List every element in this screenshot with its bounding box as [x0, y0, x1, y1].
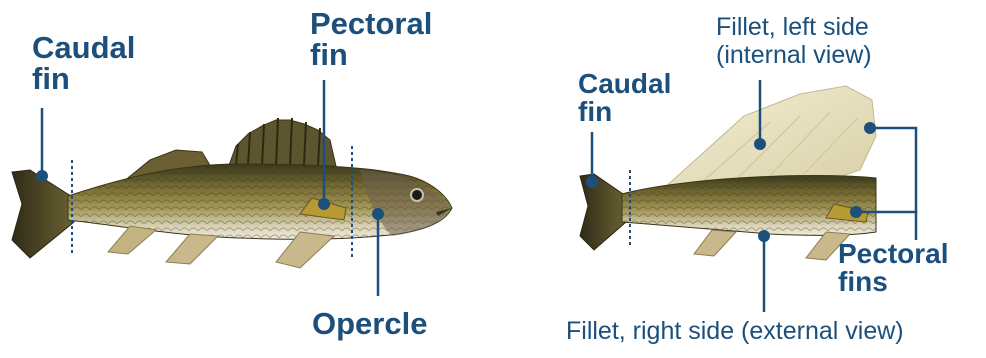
pectoral-fin-dot-lower [850, 206, 862, 218]
left-caudal-dot [36, 170, 48, 182]
pectoral-fin-dot-upper [864, 122, 876, 134]
pectoral-fins-label-line2: fins [838, 268, 949, 296]
pectoral-fins-label: Pectoral fins [838, 240, 949, 296]
left-pectoral-fin-label-line1: Pectoral [310, 8, 432, 39]
fillet-left-side-label-line2: (internal view) [716, 42, 872, 70]
left-pectoral-dot [318, 198, 330, 210]
fillet-right-side-label-text: Fillet, right side (external view) [566, 318, 904, 346]
right-caudal-dot [586, 176, 598, 188]
left-caudal-fin-label-line2: fin [32, 63, 135, 94]
right-anal-fin [694, 230, 736, 256]
left-pectoral-fin-label: Pectoral fin [310, 8, 432, 70]
left-pectoral-fin-label-line2: fin [310, 39, 432, 70]
left-fish [12, 80, 452, 296]
left-caudal-fin-label-line1: Caudal [32, 32, 135, 63]
right-caudal-fin-label-line2: fin [578, 98, 671, 126]
left-caudal-fin-label: Caudal fin [32, 32, 135, 94]
pectoral-fins-label-line1: Pectoral [838, 240, 949, 268]
fillet-right-dot [758, 230, 770, 242]
left-tail [12, 170, 74, 258]
left-anal-fin-2 [108, 226, 156, 254]
fillet-left-side-label: Fillet, left side (internal view) [716, 14, 872, 69]
fillet-right-side-label: Fillet, right side (external view) [566, 318, 904, 346]
left-fish-eye [411, 189, 423, 201]
right-tail [580, 174, 626, 250]
opercle-label-text: Opercle [312, 308, 427, 339]
fillet-left-side [662, 86, 876, 190]
opercle-label: Opercle [312, 308, 427, 339]
right-caudal-fin-label-line1: Caudal [578, 70, 671, 98]
fillet-left-dot [754, 138, 766, 150]
left-opercle-dot [372, 208, 384, 220]
left-anal-fin [166, 234, 218, 264]
fillet-left-side-label-line1: Fillet, left side [716, 14, 872, 42]
right-caudal-fin-label: Caudal fin [578, 70, 671, 126]
